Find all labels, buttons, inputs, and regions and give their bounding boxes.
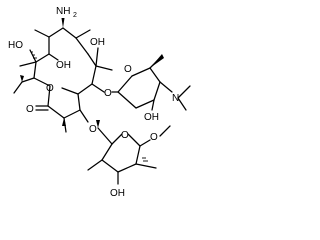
methoxy-oxygen-label: O: [150, 132, 158, 143]
carbonyl-oxygen-label: O: [26, 104, 34, 115]
cladinose-hydroxyl-label: OH: [110, 188, 125, 199]
cladinose-ring-bonds: [87, 125, 171, 185]
desosamine-ring-oxygen-label: O: [124, 64, 132, 75]
glycoside-oxygen-lower-label: O: [89, 124, 97, 135]
molecule-structure: NH 2 HO OH OH O O O O OH N O O O OH: [8, 6, 191, 199]
desosamine-hydroxyl-label: OH: [144, 112, 159, 123]
hydroxyl-label-upper-left: HO: [8, 40, 23, 51]
amino-subscript: 2: [73, 12, 77, 19]
desosamine-stereo-bonds: [150, 54, 164, 68]
hydroxyl-label-upper-right: OH: [90, 37, 105, 48]
hydroxyl-label-upper-mid: OH: [56, 60, 71, 71]
dimethylamino-nitrogen-label: N: [172, 93, 179, 104]
cladinose-stereo-bonds: [96, 120, 148, 162]
cladinose-ring-oxygen-label: O: [121, 130, 129, 141]
atom-labels: NH 2 HO OH OH O O O O OH N O O O OH: [8, 6, 179, 199]
amino-label: NH: [56, 6, 70, 17]
lactone-oxygen-label: O: [46, 83, 54, 94]
macrolactone-ring-bonds: [13, 27, 113, 133]
macrolactone-stereo-bonds: [20, 18, 66, 126]
glycoside-oxygen-upper-label: O: [104, 88, 112, 99]
